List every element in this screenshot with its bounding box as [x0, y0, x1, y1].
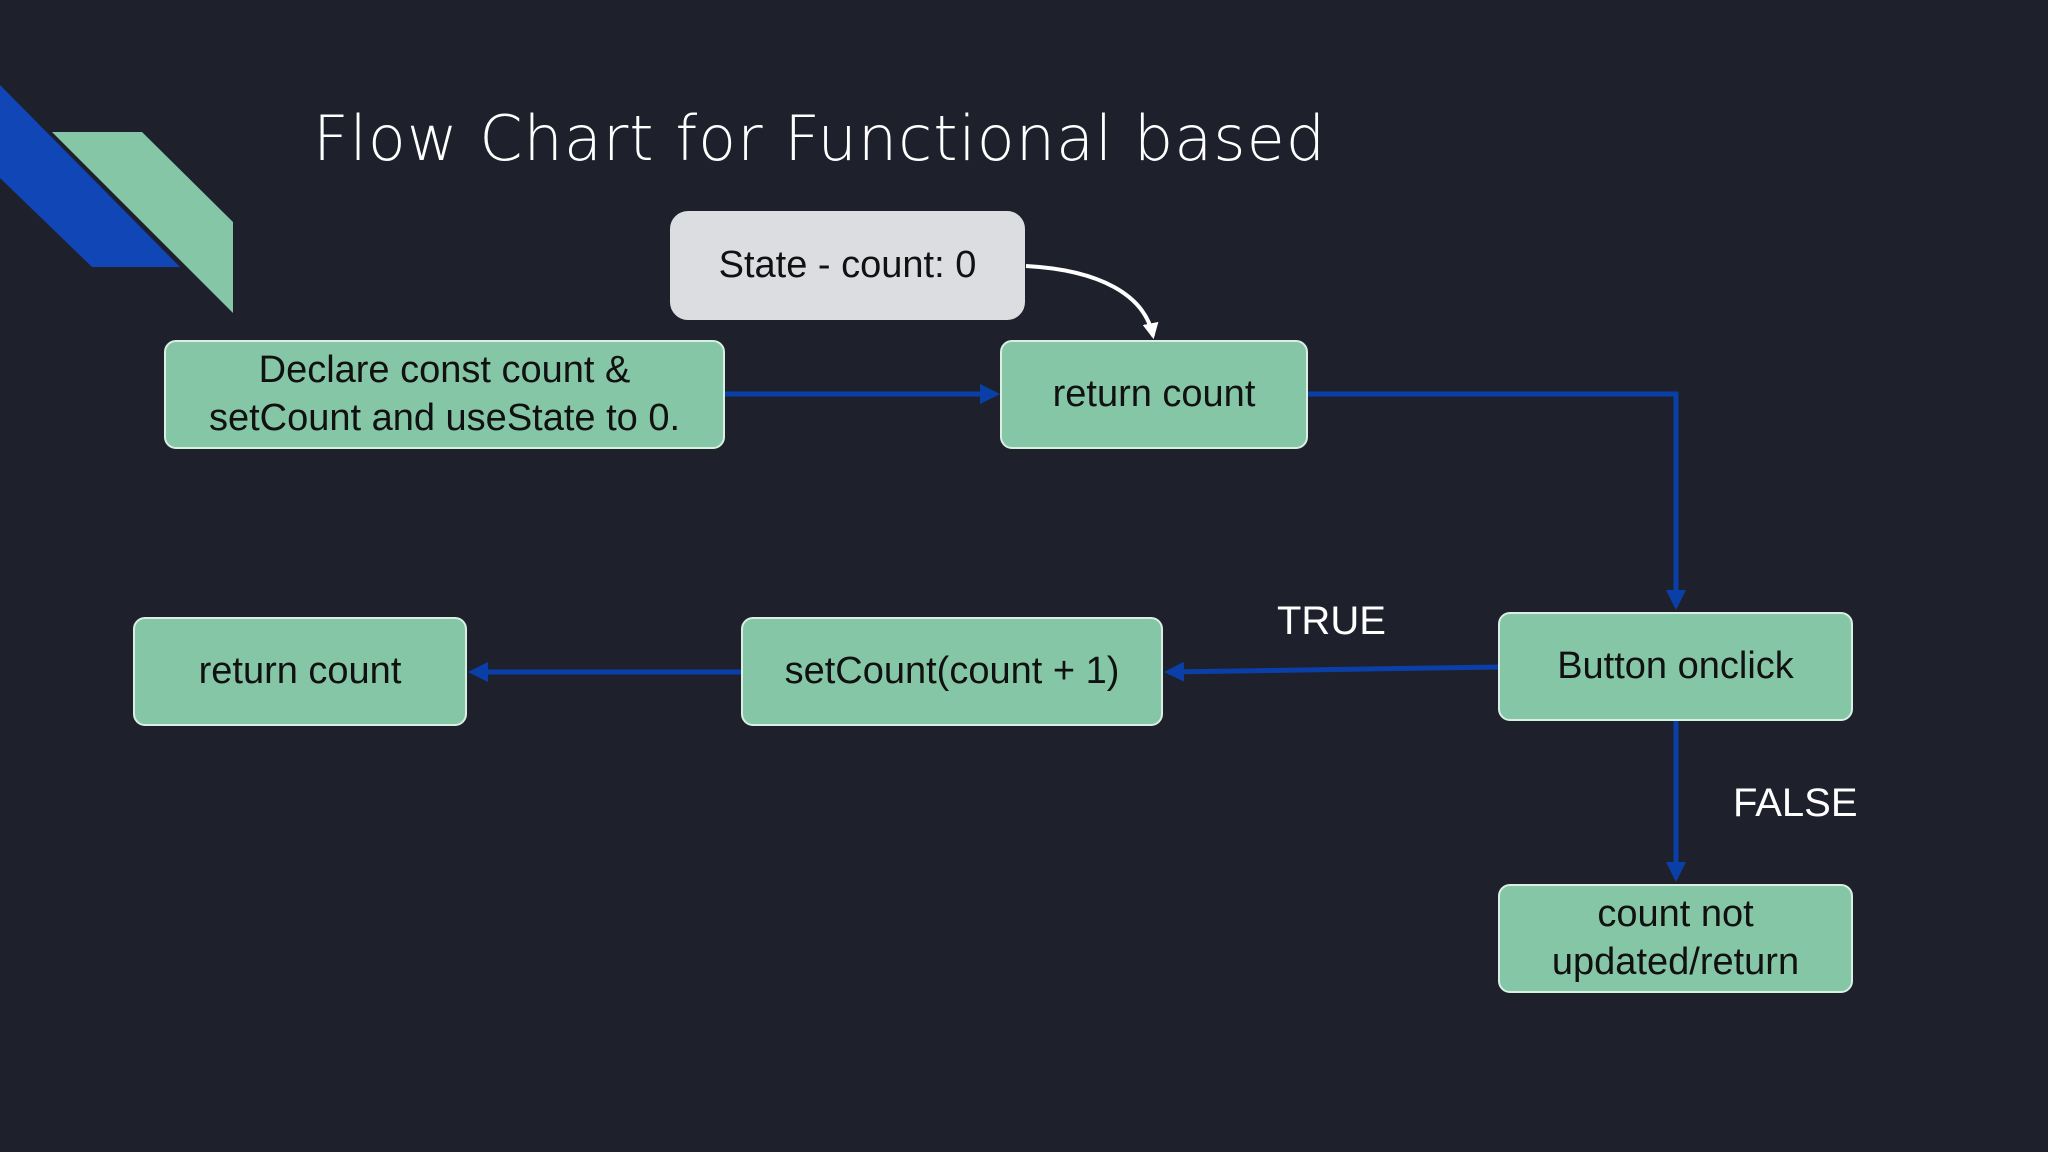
node-setcount: setCount(count + 1) — [741, 617, 1163, 726]
node-not-updated-label: count not updated/return — [1551, 893, 1800, 983]
node-state: State - count: 0 — [670, 211, 1025, 320]
corner-decoration — [0, 85, 233, 313]
node-return-bottom: return count — [133, 617, 467, 726]
decoration-blue-stripe — [0, 85, 180, 267]
edge-label-false: FALSE — [1733, 781, 1858, 825]
node-declare-label: Declare const count & setCount and useSt… — [208, 349, 681, 439]
arrow-button-to-setcount — [1164, 661, 1501, 682]
node-setcount-label: setCount(count + 1) — [784, 649, 1120, 692]
node-state-label: State - count: 0 — [718, 243, 977, 286]
node-return-top: return count — [1000, 340, 1308, 449]
arrow-return-to-button — [1308, 391, 1686, 610]
node-return-top-label: return count — [1052, 372, 1256, 415]
slide-title: Flow Chart for Functional based — [313, 102, 1327, 175]
arrow-state-to-return — [1025, 264, 1159, 340]
node-button-onclick-label: Button onclick — [1557, 644, 1794, 687]
node-declare: Declare const count & setCount and useSt… — [164, 340, 725, 449]
edge-label-true: TRUE — [1277, 599, 1386, 643]
node-button-onclick: Button onclick — [1498, 612, 1853, 721]
node-return-bottom-label: return count — [198, 649, 402, 692]
decoration-green-stripe — [52, 132, 233, 313]
node-not-updated: count not updated/return — [1498, 884, 1853, 993]
